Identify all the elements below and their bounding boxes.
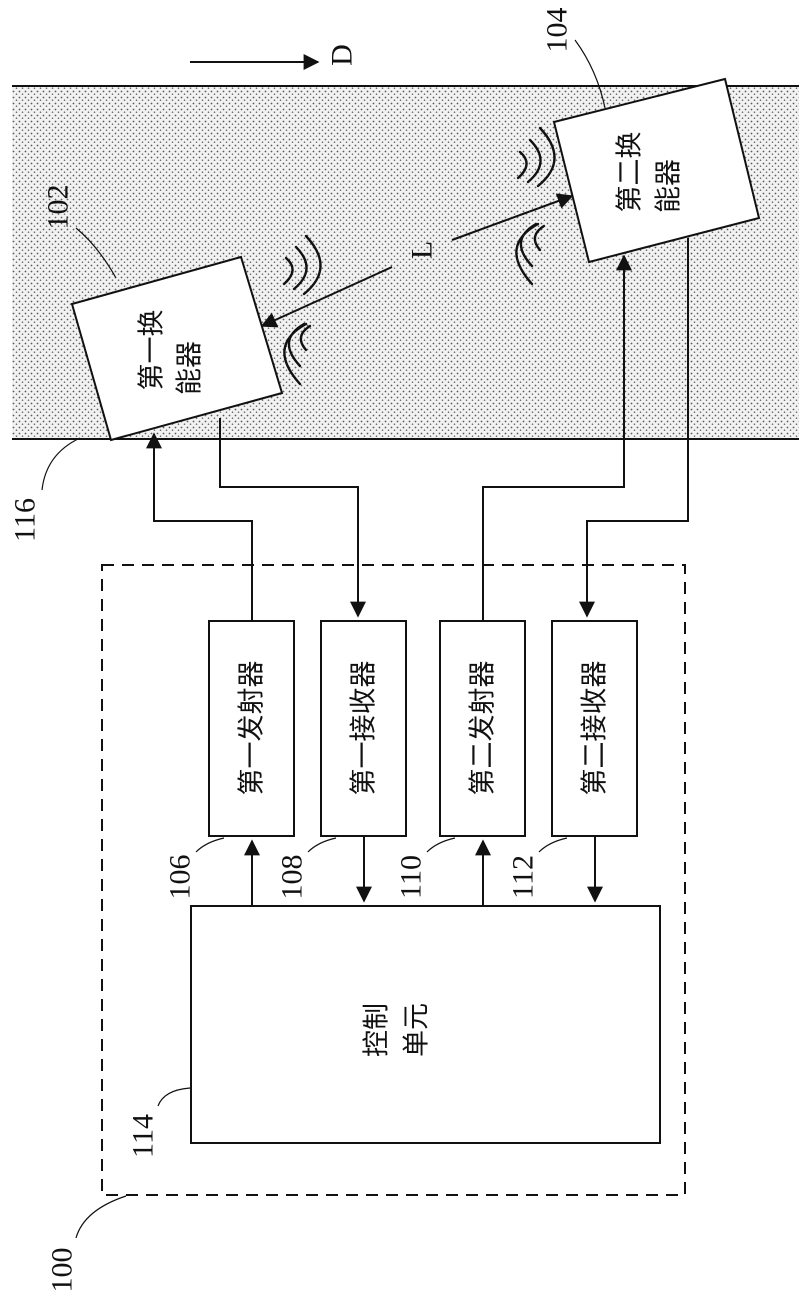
first-transducer-label-line2: 能器 xyxy=(175,341,206,395)
wire-transducer1-to-receiver1 xyxy=(220,418,358,616)
ref-106: 106 xyxy=(164,855,197,900)
leader-116 xyxy=(42,438,80,490)
leader-106 xyxy=(196,838,224,852)
first-transducer-label-line1: 第一换 xyxy=(137,310,168,391)
second-transmitter: 第二发射器 xyxy=(440,621,525,836)
leader-112 xyxy=(539,838,567,852)
first-transmitter: 第一发射器 xyxy=(209,621,294,836)
first-transmitter-label: 第一发射器 xyxy=(237,661,268,796)
ref-110: 110 xyxy=(395,855,428,899)
leader-110 xyxy=(427,838,455,852)
leader-100 xyxy=(76,1196,126,1238)
second-transducer-label-line1: 第二换 xyxy=(615,132,646,213)
flow-direction-label: D xyxy=(326,44,359,66)
ref-102: 102 xyxy=(42,185,75,230)
control-unit: 控制 单元 xyxy=(191,906,660,1143)
leader-108 xyxy=(308,838,336,852)
ref-112: 112 xyxy=(507,855,540,899)
ref-104: 104 xyxy=(541,8,574,53)
leader-114 xyxy=(158,1088,190,1106)
acoustic-path-label: L xyxy=(406,241,439,259)
ref-108: 108 xyxy=(276,855,309,900)
ref-100: 100 xyxy=(46,1248,79,1293)
wire-transmitter1-to-transducer1 xyxy=(154,434,252,621)
ref-116: 116 xyxy=(9,498,42,542)
second-transmitter-label: 第二发射器 xyxy=(468,661,499,796)
second-transducer-label-line2: 能器 xyxy=(654,159,685,213)
first-receiver-label: 第一接收器 xyxy=(349,661,380,796)
control-unit-label-line1: 控制 xyxy=(362,1003,393,1057)
second-receiver-label: 第二接收器 xyxy=(580,661,611,796)
ref-114: 114 xyxy=(127,1114,160,1158)
flow-direction: D xyxy=(190,44,359,66)
first-receiver: 第一接收器 xyxy=(321,621,406,836)
control-unit-label-line2: 单元 xyxy=(402,1003,433,1057)
second-receiver: 第二接收器 xyxy=(552,621,637,836)
